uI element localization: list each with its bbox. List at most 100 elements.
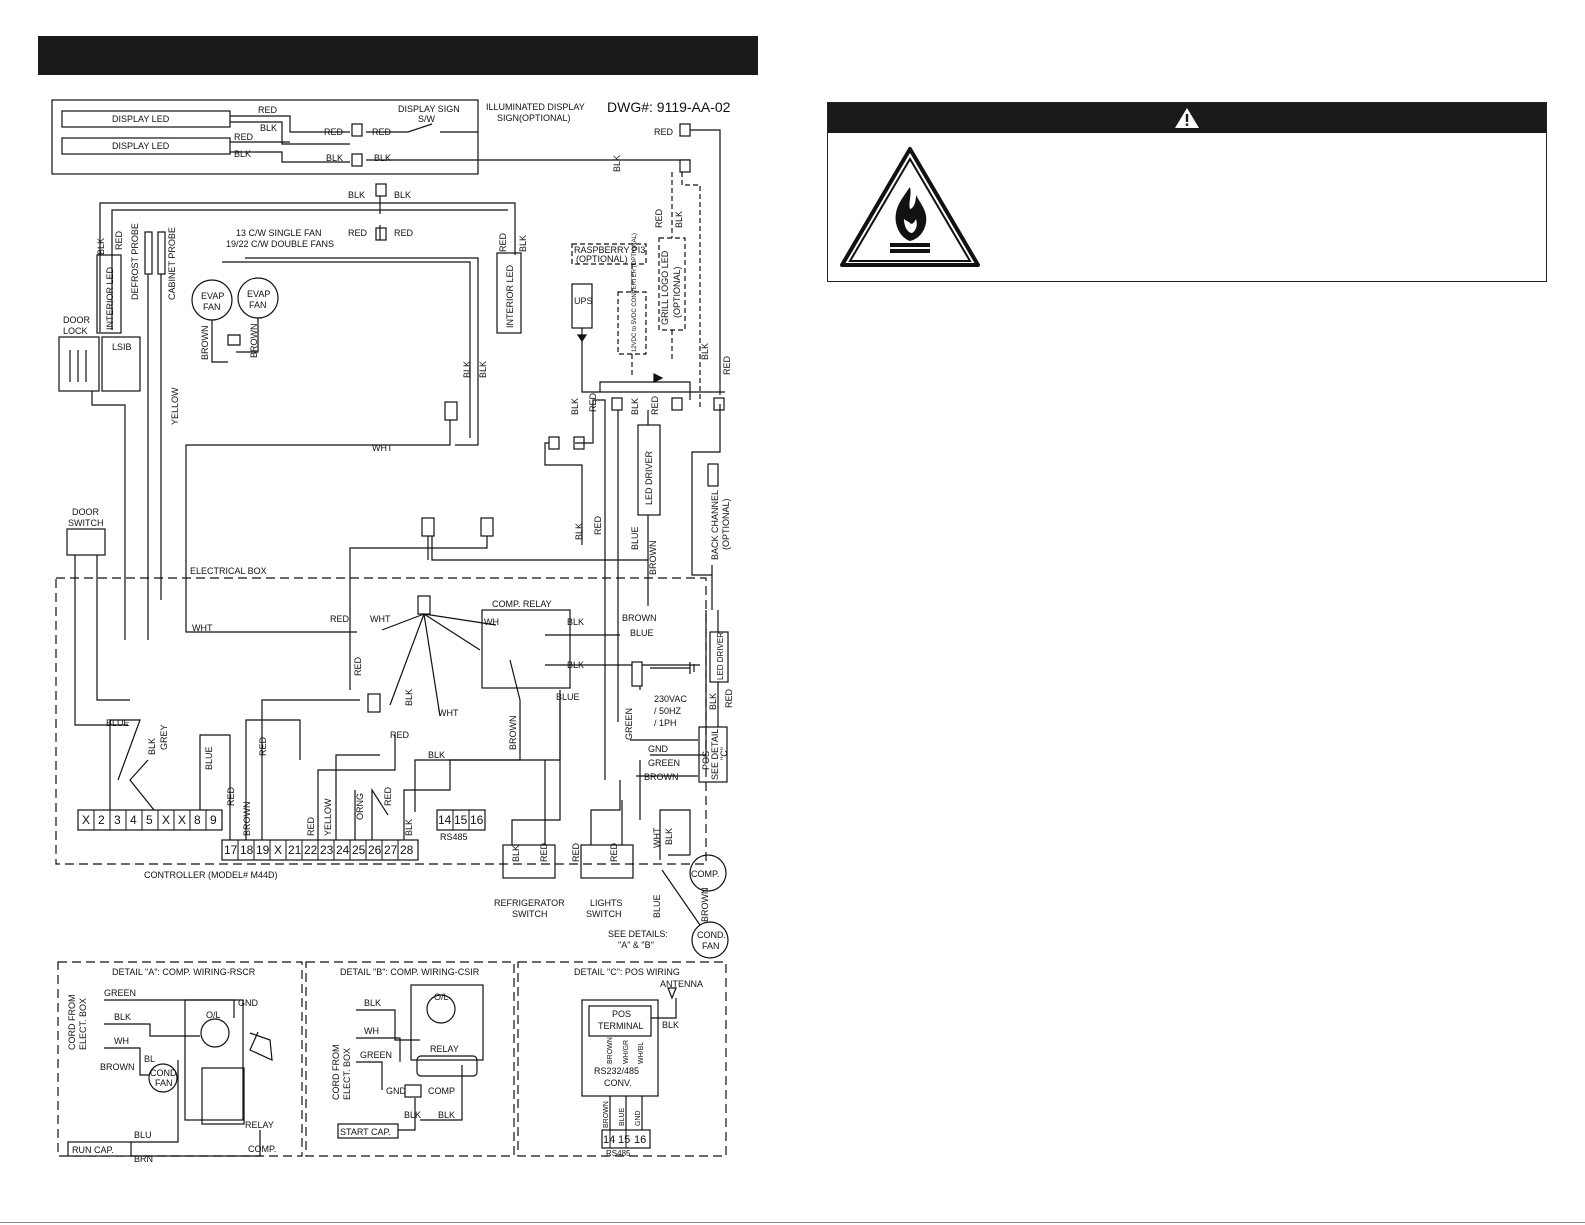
detail-a-wire: BROWN [100, 1062, 135, 1072]
interior-led-label: INTERIOR LED [105, 266, 115, 330]
illuminated-label: SIGN(OPTIONAL) [497, 113, 571, 123]
lsib-label: LSIB [112, 342, 132, 352]
back-channel-label: (OPTIONAL) [721, 498, 731, 550]
wire-label: BLK [96, 238, 106, 255]
wire-label: BROWN [622, 613, 657, 623]
display-led-label: DISPLAY LED [112, 141, 170, 151]
wire-label: BLK [674, 211, 684, 228]
see-details-label: SEE DETAILS: [608, 929, 668, 939]
see-details-label: "A" & "B" [618, 940, 654, 950]
detail-a-wire: BLK [114, 1012, 131, 1022]
wire-label: RED [539, 842, 549, 862]
wire-label: RED [593, 515, 603, 535]
comp-label: COMP. [691, 869, 719, 879]
detail-b-wire: BLK [404, 1110, 421, 1120]
detail-c-wire: WH/BL [638, 1042, 645, 1064]
wire-label: ORNG [355, 793, 365, 820]
wire-label: BLK [147, 738, 157, 755]
pos-label: "C" [719, 747, 729, 760]
wire-label: BLUE [556, 692, 580, 702]
detail-a-cord: CORD FROM [67, 995, 77, 1051]
wire-label: GREY [159, 724, 169, 750]
detail-a-run-cap: RUN CAP. [72, 1145, 114, 1155]
detail-a-ol: O/L [206, 1010, 221, 1020]
terminal-label: 27 [384, 843, 398, 857]
warning-header [828, 103, 1546, 133]
terminal-label: X [82, 813, 90, 827]
detail-b-wire: BLK [364, 998, 381, 1008]
display-led-label: DISPLAY LED [112, 114, 170, 124]
dwg-number: DWG#: 9119-AA-02 [607, 99, 731, 115]
evap-fan-label: FAN [203, 302, 221, 312]
wire-label: RED [722, 355, 732, 375]
terminal-label: 19 [256, 843, 270, 857]
wire-label: BLUE [204, 746, 214, 770]
wire-label: RED [571, 842, 581, 862]
detail-a-gnd: GND [238, 998, 259, 1008]
door-lock-label: LOCK [63, 326, 88, 336]
pos-label: SEE DETAIL [710, 729, 720, 780]
back-channel-label: BACK CHANNEL [710, 490, 720, 560]
wire-label: BROWN [700, 888, 710, 923]
wire-label: BLK [708, 693, 718, 710]
led-driver-label: LED DRIVER [716, 632, 725, 680]
detail-c-wire: BLK [662, 1020, 679, 1030]
detail-a-comp: COMP. [248, 1144, 276, 1154]
detail-a-cond: FAN [155, 1078, 173, 1088]
detail-c-wire: BROWN [607, 1037, 614, 1064]
wire-label: BLK [570, 398, 580, 415]
interior-led-label: INTERIOR LED [505, 264, 515, 328]
detail-b-gnd: GND [386, 1086, 407, 1096]
door-switch-label: DOOR [72, 507, 100, 517]
detail-a-wire: BRN [134, 1154, 153, 1164]
flammable-flame-icon [840, 147, 980, 267]
display-sign-frame [51, 99, 479, 175]
terminal-label: 4 [130, 813, 137, 827]
terminal-label: 24 [336, 843, 350, 857]
converter-label: 12VDC to 5VDC CONVERTER (OPTIONAL) [632, 233, 638, 352]
wire-label: BLUE [630, 526, 640, 550]
wire-label: BLK [234, 149, 251, 159]
terminal-label: 21 [288, 843, 302, 857]
comp-relay-label: COMP. RELAY [492, 599, 552, 609]
wire-label: BLUE [630, 628, 654, 638]
detail-c-pos: TERMINAL [598, 1021, 644, 1031]
wire-label: BLK [700, 343, 710, 360]
detail-c-wire: BLUE [619, 1107, 626, 1126]
gnd-label: GND [648, 744, 669, 754]
detail-b-comp: COMP [428, 1086, 455, 1096]
terminal-label: 22 [304, 843, 318, 857]
wire-label: BROWN [200, 326, 210, 361]
detail-c-terminal: 16 [634, 1134, 646, 1146]
raspberry-label: RASPBERRY PI3 [574, 245, 645, 255]
detail-c-rs485: RS485 [606, 1149, 631, 1158]
wire-label: RED [609, 842, 619, 862]
lights-switch-label: SWITCH [586, 909, 622, 919]
header-bar [38, 36, 758, 75]
fans-label: 13 C/W SINGLE FAN [236, 228, 322, 238]
wire-label: RED [258, 105, 278, 115]
terminal-label: 15 [454, 813, 468, 827]
wire-label: RED [306, 816, 316, 836]
wire-label: BLK [326, 153, 343, 163]
wire-label: BLUE [106, 718, 130, 728]
door-switch-label: SWITCH [68, 518, 104, 528]
defrost-probe-label: DEFROST PROBE [130, 223, 140, 300]
wire-label: BLUE [652, 894, 662, 918]
display-led-top-box [61, 110, 231, 128]
wire-label: BLK [664, 828, 674, 845]
display-sign-label: S/W [418, 114, 436, 124]
wire-label: RED [390, 730, 410, 740]
terminal-label: 3 [114, 813, 121, 827]
cond-fan-label: COND. [697, 930, 726, 940]
pos-label: POS [701, 751, 711, 770]
terminal-label: 16 [470, 813, 484, 827]
evap-fan-label: EVAP [247, 289, 270, 299]
evap-fan-label: EVAP [201, 291, 224, 301]
detail-b-ol: O/L [434, 992, 449, 1002]
detail-b-relay: RELAY [430, 1044, 459, 1054]
wire-label: BLK [567, 617, 584, 627]
wire-label: RED [588, 392, 598, 412]
detail-b-wire: BLK [438, 1110, 455, 1120]
